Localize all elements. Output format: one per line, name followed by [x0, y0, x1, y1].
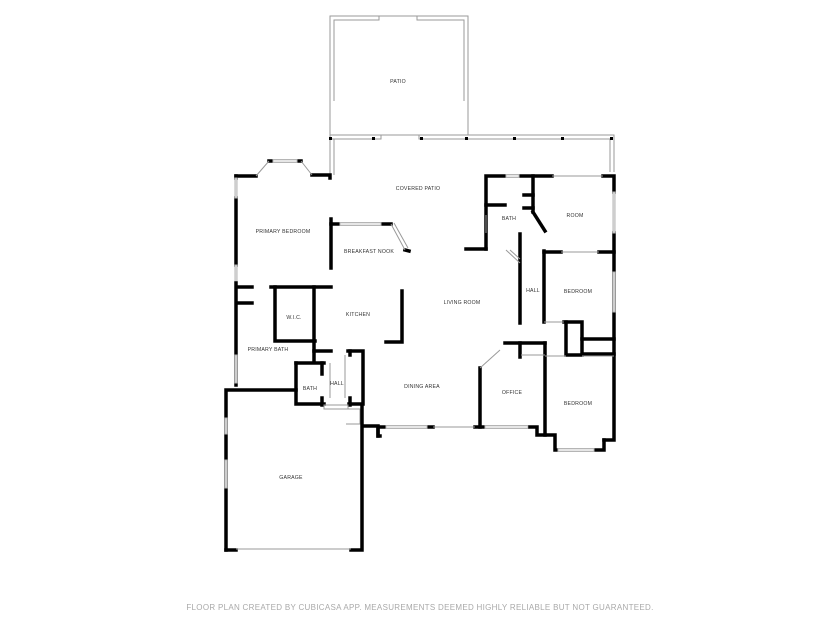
east-wing-walls [464, 174, 616, 452]
room-label-patio: PATIO [390, 79, 406, 85]
room-label-wic: W.I.C. [286, 315, 302, 321]
east-wing-windows [485, 174, 616, 452]
room-label-hall-east: HALL [526, 288, 540, 294]
primary-bath-walls [234, 281, 365, 407]
garage-walls [224, 388, 382, 552]
room-label-primary-bedroom: PRIMARY BEDROOM [255, 229, 311, 235]
room-label-dining-area: DINING AREA [404, 384, 440, 390]
room-label-hall-west: HALL [330, 381, 344, 387]
dining-windows [385, 349, 529, 429]
room-label-bath-east: BATH [501, 216, 517, 222]
patio-posts [329, 137, 613, 140]
room-label-bedroom-2: BEDROOM [563, 401, 593, 407]
room-label-garage: GARAGE [279, 475, 303, 481]
patio-outline [329, 15, 615, 175]
room-label-office: OFFICE [501, 390, 523, 396]
room-label-primary-bath: PRIMARY BATH [247, 347, 289, 353]
room-label-breakfast-nook: BREAKFAST NOOK [344, 249, 394, 255]
primary-bedroom-windows [234, 159, 409, 284]
primary-bath-windows [234, 354, 361, 425]
room-label-kitchen: KITCHEN [345, 312, 371, 318]
garage-windows [224, 417, 351, 550]
room-label-room: ROOM [566, 213, 584, 219]
room-label-bedroom-1: BEDROOM [563, 289, 593, 295]
room-label-living-room: LIVING ROOM [443, 300, 481, 306]
kitchen-walls [376, 289, 487, 438]
room-label-covered-patio: COVERED PATIO [395, 186, 441, 192]
room-label-bath-west: BATH [302, 386, 318, 392]
disclaimer-text: FLOOR PLAN CREATED BY CUBICASA APP. MEAS… [186, 603, 654, 612]
